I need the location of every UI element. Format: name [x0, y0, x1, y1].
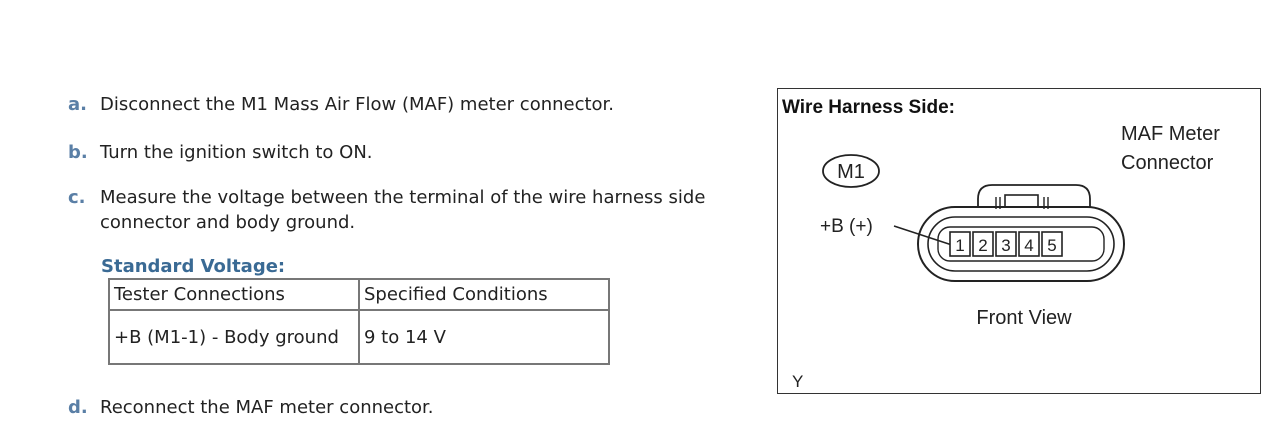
connector-pins: 1 2 3 4 5 [949, 231, 1063, 257]
pin-number: 5 [1047, 236, 1056, 255]
step-text: Disconnect the M1 Mass Air Flow (MAF) me… [100, 94, 615, 115]
table-row: +B (M1-1) - Body ground 9 to 14 V [108, 309, 610, 365]
table-header-row: Tester Connections Specified Conditions [108, 278, 610, 311]
pin-number: 1 [955, 236, 964, 255]
connector-name-line2: Connector [1121, 152, 1214, 174]
table-cell: 9 to 14 V [358, 309, 610, 365]
latch [1004, 194, 1039, 208]
pin-number: 2 [978, 236, 987, 255]
connector-diagram: Wire Harness Side: MAF Meter Connector M… [777, 88, 1261, 394]
table-header-cell: Tester Connections [108, 278, 360, 311]
step-text: Turn the ignition switch to ON. [100, 142, 373, 163]
table-cell: +B (M1-1) - Body ground [108, 309, 360, 365]
connector-housing [917, 184, 1125, 282]
connector-id-oval [822, 154, 880, 188]
step-letter: b. [68, 142, 88, 163]
pin-3 [995, 231, 1017, 257]
pin-2 [972, 231, 994, 257]
step-text: Reconnect the MAF meter connector. [100, 397, 434, 418]
step-d: d. Reconnect the MAF meter connector. [68, 395, 434, 420]
pin-number: 4 [1024, 236, 1033, 255]
pin-4 [1018, 231, 1040, 257]
connector-name-line1: MAF Meter [1121, 123, 1220, 145]
view-label: Front View [976, 307, 1072, 329]
terminal-label: +B (+) [820, 216, 873, 237]
standard-voltage-table: Tester Connections Specified Conditions … [108, 278, 610, 365]
connector-diagram-svg: Wire Harness Side: MAF Meter Connector M… [782, 97, 1220, 391]
table-header-cell: Specified Conditions [358, 278, 610, 311]
pin-5 [1041, 231, 1063, 257]
pin-1 [949, 231, 971, 257]
step-a: a. Disconnect the M1 Mass Air Flow (MAF)… [68, 92, 614, 117]
leader-line [893, 225, 959, 248]
pin-number: 3 [1001, 236, 1010, 255]
figure-code: Y [792, 372, 803, 391]
step-letter: a. [68, 94, 87, 115]
step-text: Measure the voltage between the terminal… [100, 187, 706, 233]
step-letter: c. [68, 187, 86, 208]
connector-id: M1 [837, 161, 865, 183]
step-letter: d. [68, 397, 88, 418]
step-c: c. Measure the voltage between the termi… [68, 185, 705, 233]
diagram-title: Wire Harness Side: [782, 97, 955, 118]
step-b: b. Turn the ignition switch to ON. [68, 140, 373, 165]
standard-voltage-heading: Standard Voltage: [101, 256, 286, 277]
